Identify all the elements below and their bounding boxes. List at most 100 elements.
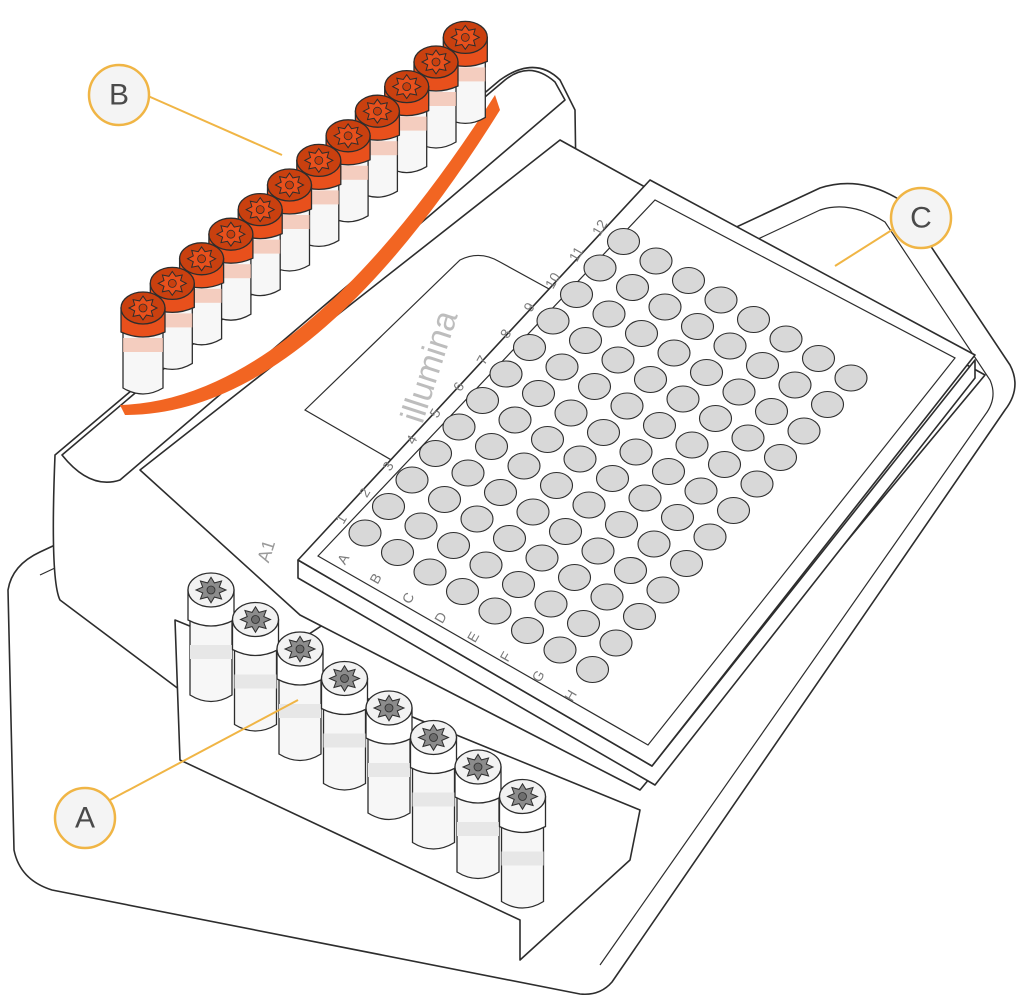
tube-band — [501, 851, 544, 866]
well-H6 — [693, 523, 727, 551]
cap-center — [340, 674, 349, 683]
well-H2 — [599, 629, 633, 657]
well-A11 — [583, 254, 617, 282]
well-B5 — [474, 432, 509, 461]
well-D4 — [516, 498, 550, 526]
callout-c-leader — [834, 227, 896, 267]
cap-center — [431, 57, 441, 67]
base-tray-inner-edge — [39, 206, 994, 966]
well-G10 — [754, 397, 789, 426]
tube-band — [323, 733, 366, 748]
well-A10 — [559, 280, 594, 309]
orange-tube-1 — [120, 291, 166, 395]
well-B9 — [568, 326, 603, 355]
well-B1 — [380, 538, 415, 567]
callout-a-label: A — [75, 802, 95, 835]
callout-a: A — [53, 786, 117, 850]
well-H4 — [646, 576, 680, 604]
orange-cap-tube-strip — [120, 20, 488, 395]
tube-band — [190, 645, 232, 659]
well-D3 — [492, 524, 527, 553]
well-F9 — [698, 404, 733, 433]
callout-b-label: B — [109, 79, 129, 112]
well-G7 — [684, 477, 718, 505]
callout-a-leader — [109, 699, 299, 801]
well-C12 — [671, 266, 706, 295]
well-A3 — [395, 466, 429, 494]
well-F2 — [534, 590, 568, 618]
well-F11 — [745, 351, 780, 380]
well-A9 — [536, 307, 570, 335]
well-D11 — [680, 312, 715, 341]
well-A8 — [512, 333, 547, 362]
well-A5 — [442, 413, 476, 441]
well-D8 — [610, 392, 644, 420]
well-A2 — [371, 492, 406, 521]
well-A6 — [465, 386, 500, 415]
tube-band — [234, 674, 277, 689]
well-H3 — [622, 602, 657, 631]
well-F10 — [722, 378, 756, 406]
cap-center — [138, 303, 148, 313]
well-C8 — [577, 372, 612, 401]
well-G11 — [778, 371, 812, 399]
white-tube-1 — [187, 572, 235, 703]
well-E11 — [713, 332, 747, 360]
column-label-10: 10 — [542, 270, 564, 292]
well-A12 — [606, 227, 641, 256]
well-C6 — [530, 425, 565, 454]
callout-c-label: C — [910, 202, 932, 235]
well-C2 — [436, 531, 471, 560]
well-G9 — [731, 424, 765, 452]
cap-center — [384, 703, 394, 713]
well-A4 — [418, 439, 453, 468]
well-B11 — [615, 273, 650, 302]
well-H9 — [763, 443, 798, 472]
well-E1 — [478, 597, 512, 625]
white-tube-4 — [320, 660, 369, 791]
cap-center — [255, 205, 265, 215]
well-G12 — [801, 344, 836, 373]
well-G2 — [566, 609, 601, 638]
well-F4 — [581, 537, 615, 565]
well-D12 — [704, 286, 738, 314]
tube-band — [457, 822, 499, 836]
well-E10 — [689, 358, 724, 387]
column-label-11: 11 — [565, 244, 586, 265]
white-tube-7 — [454, 749, 502, 880]
column-label-12: 12 — [589, 217, 611, 239]
tube-band — [123, 338, 163, 352]
cap-center — [295, 644, 305, 654]
white-tube-6 — [409, 719, 458, 850]
plate-top — [297, 179, 976, 767]
well-D6 — [563, 445, 597, 473]
well-D7 — [586, 418, 621, 447]
well-B6 — [498, 406, 532, 434]
well-F5 — [604, 510, 639, 539]
well-G3 — [590, 583, 624, 611]
well-E3 — [525, 544, 559, 572]
well-G4 — [613, 556, 648, 585]
well-H7 — [716, 496, 751, 525]
well-C9 — [601, 346, 635, 374]
well-G8 — [707, 450, 742, 479]
well-F8 — [675, 431, 709, 459]
well-E7 — [619, 438, 653, 466]
well-C11 — [648, 293, 682, 321]
well-C4 — [483, 478, 518, 507]
well-D1 — [445, 577, 480, 606]
well-D5 — [539, 471, 574, 500]
cap-center — [226, 229, 236, 239]
white-tube-3 — [276, 631, 324, 762]
well-F7 — [651, 457, 686, 486]
well-F6 — [628, 484, 662, 512]
well-E8 — [642, 411, 677, 440]
well-D10 — [657, 339, 691, 367]
well-B3 — [427, 485, 462, 514]
well-E2 — [501, 570, 536, 599]
white-tube-5 — [365, 690, 413, 821]
cap-center — [167, 278, 177, 288]
rack-top-face — [61, 69, 566, 484]
